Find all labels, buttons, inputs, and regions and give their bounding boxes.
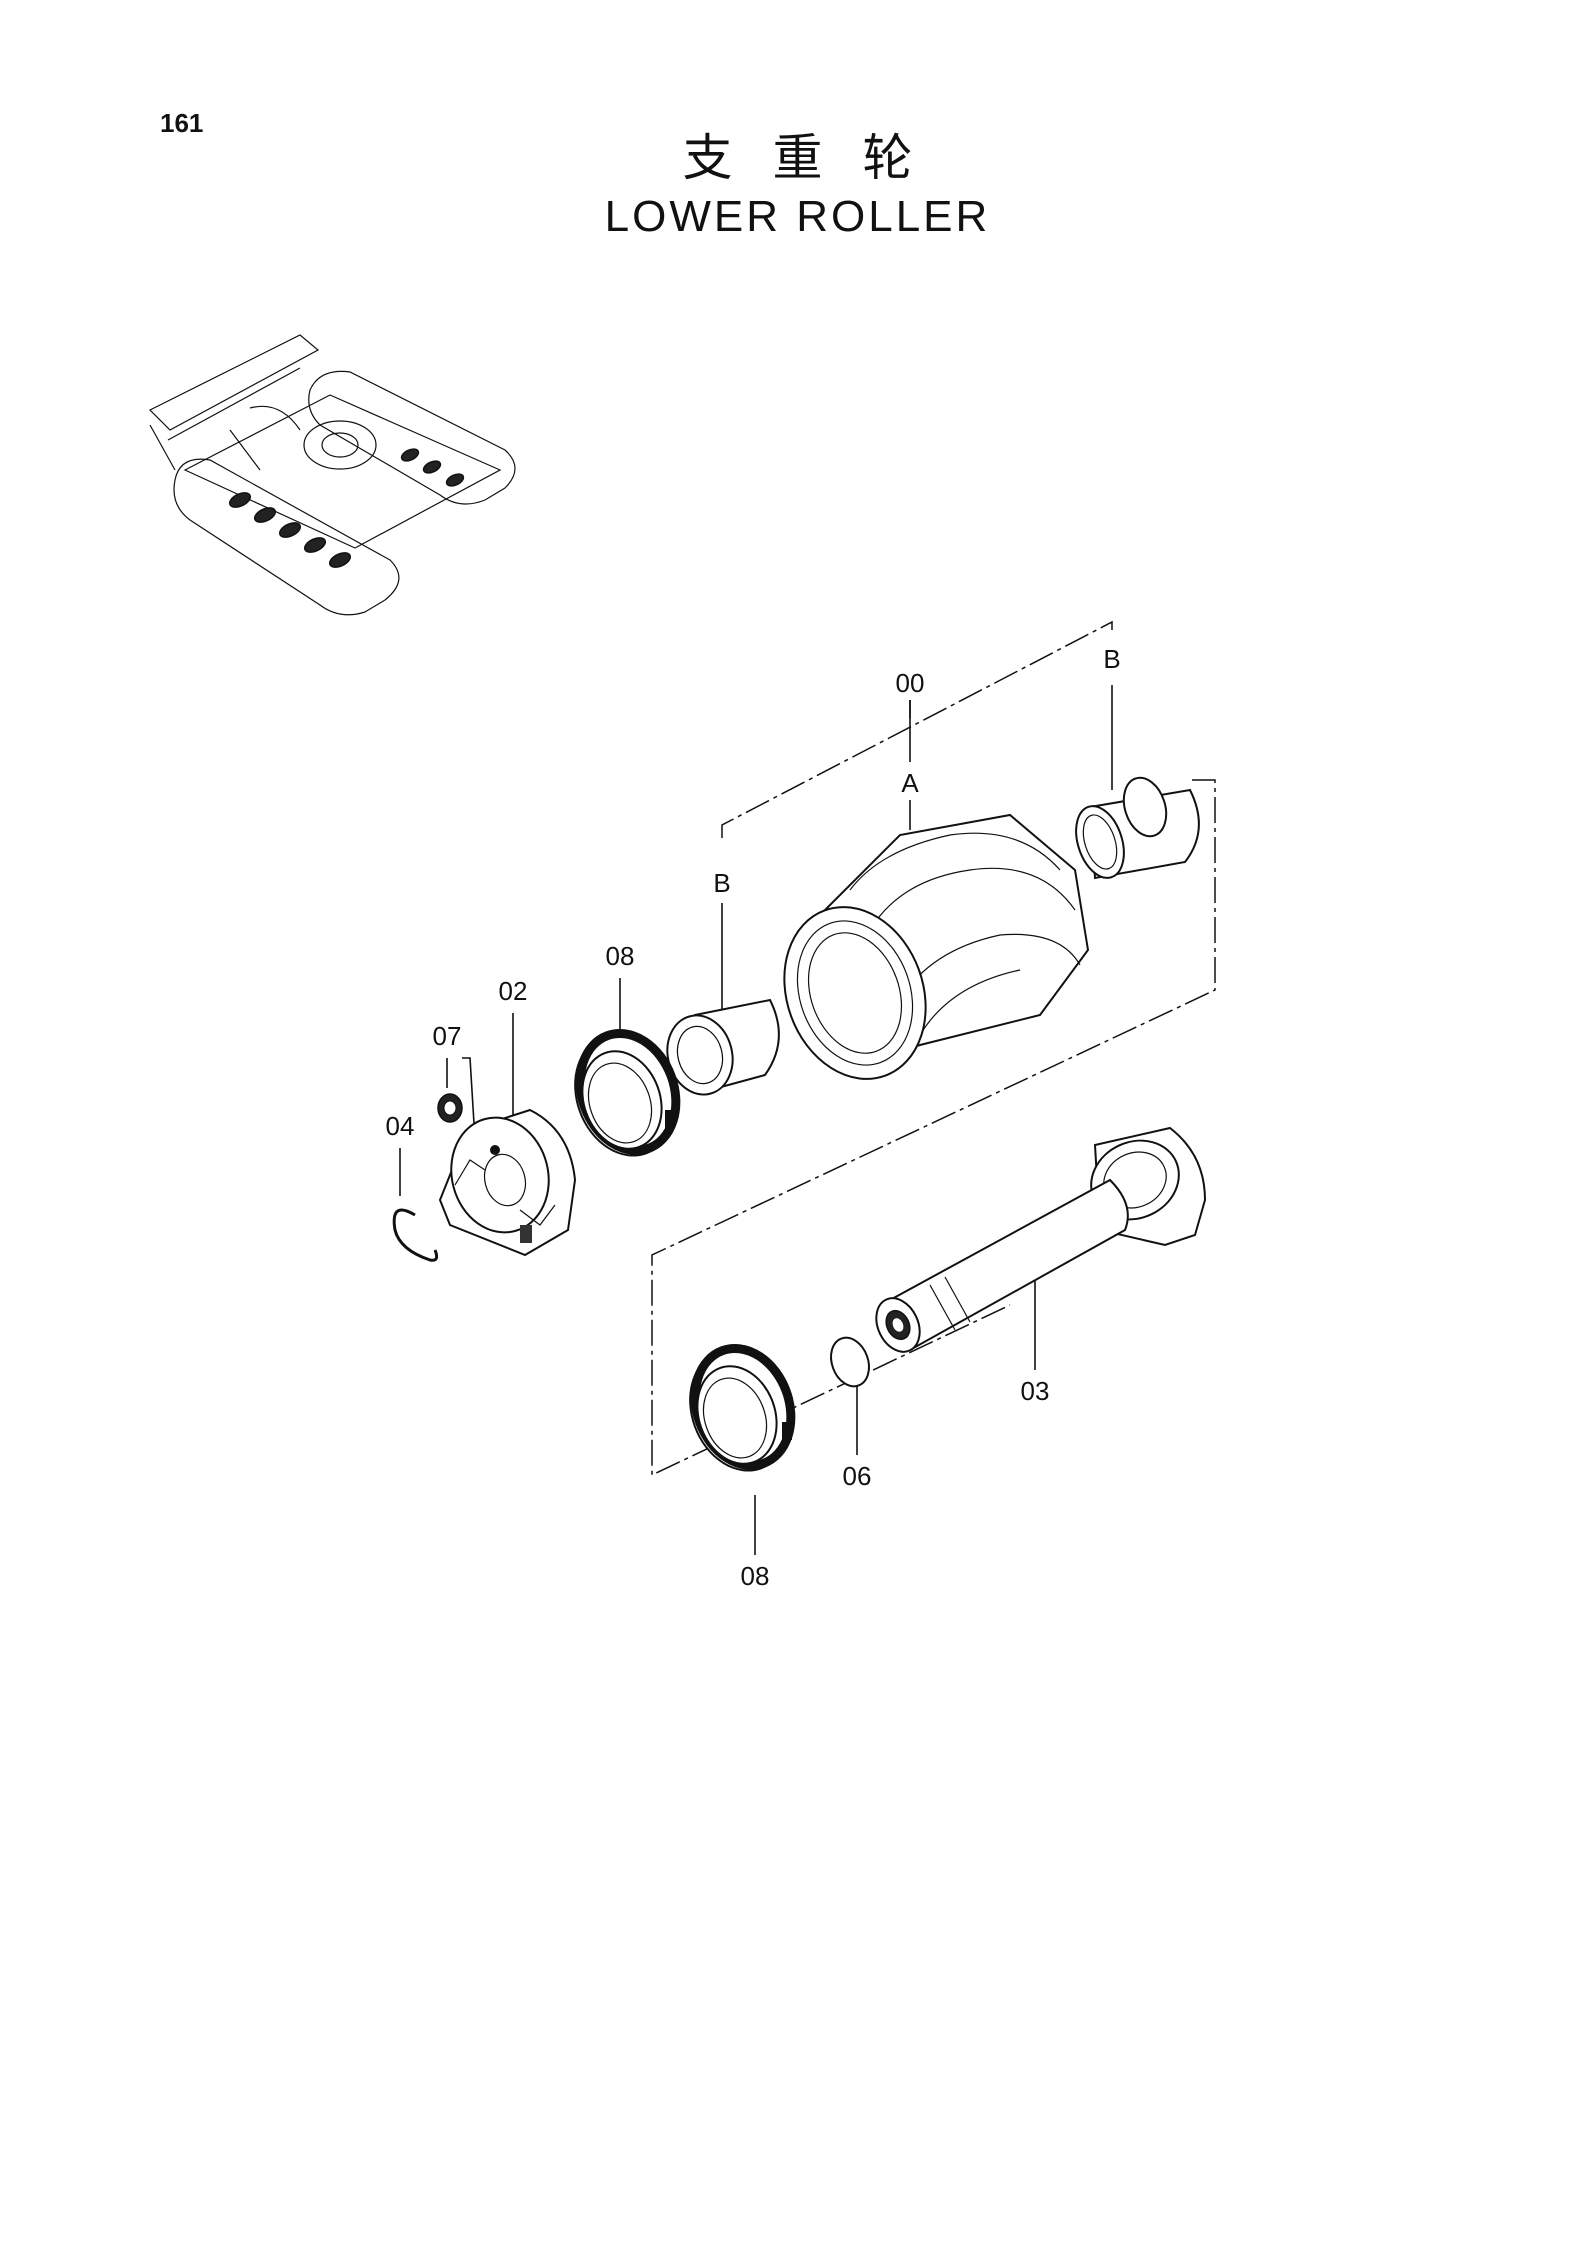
page-number: 161 bbox=[160, 108, 204, 138]
label-floating-seal-lower: 08 bbox=[741, 1561, 770, 1591]
part-floating-seal-lower bbox=[689, 1343, 796, 1472]
part-bushing-left bbox=[666, 998, 780, 1096]
undercarriage-locator-thumbnail bbox=[148, 334, 516, 616]
title-english: LOWER ROLLER bbox=[604, 192, 991, 241]
part-plug bbox=[437, 1093, 463, 1123]
label-floating-seal-upper: 08 bbox=[606, 941, 635, 971]
part-shaft bbox=[875, 1126, 1207, 1353]
part-bushing-right bbox=[1075, 776, 1200, 880]
part-snap-ring bbox=[392, 1208, 439, 1262]
label-bushing-right: B bbox=[1103, 644, 1120, 674]
label-shaft: 03 bbox=[1021, 1376, 1050, 1406]
part-o-ring bbox=[830, 1336, 870, 1388]
title-chinese: 支重轮 bbox=[682, 129, 953, 187]
label-roller-body: A bbox=[901, 768, 919, 798]
label-assembly: 00 bbox=[896, 668, 925, 698]
label-collar: 02 bbox=[499, 976, 528, 1006]
part-roller-body bbox=[783, 813, 1090, 1080]
part-floating-seal-upper bbox=[574, 1028, 681, 1157]
label-plug: 07 bbox=[433, 1021, 462, 1051]
label-snap-ring: 04 bbox=[386, 1111, 415, 1141]
label-bushing-left: B bbox=[713, 868, 730, 898]
part-collar bbox=[438, 1108, 577, 1257]
label-o-ring: 06 bbox=[843, 1461, 872, 1491]
